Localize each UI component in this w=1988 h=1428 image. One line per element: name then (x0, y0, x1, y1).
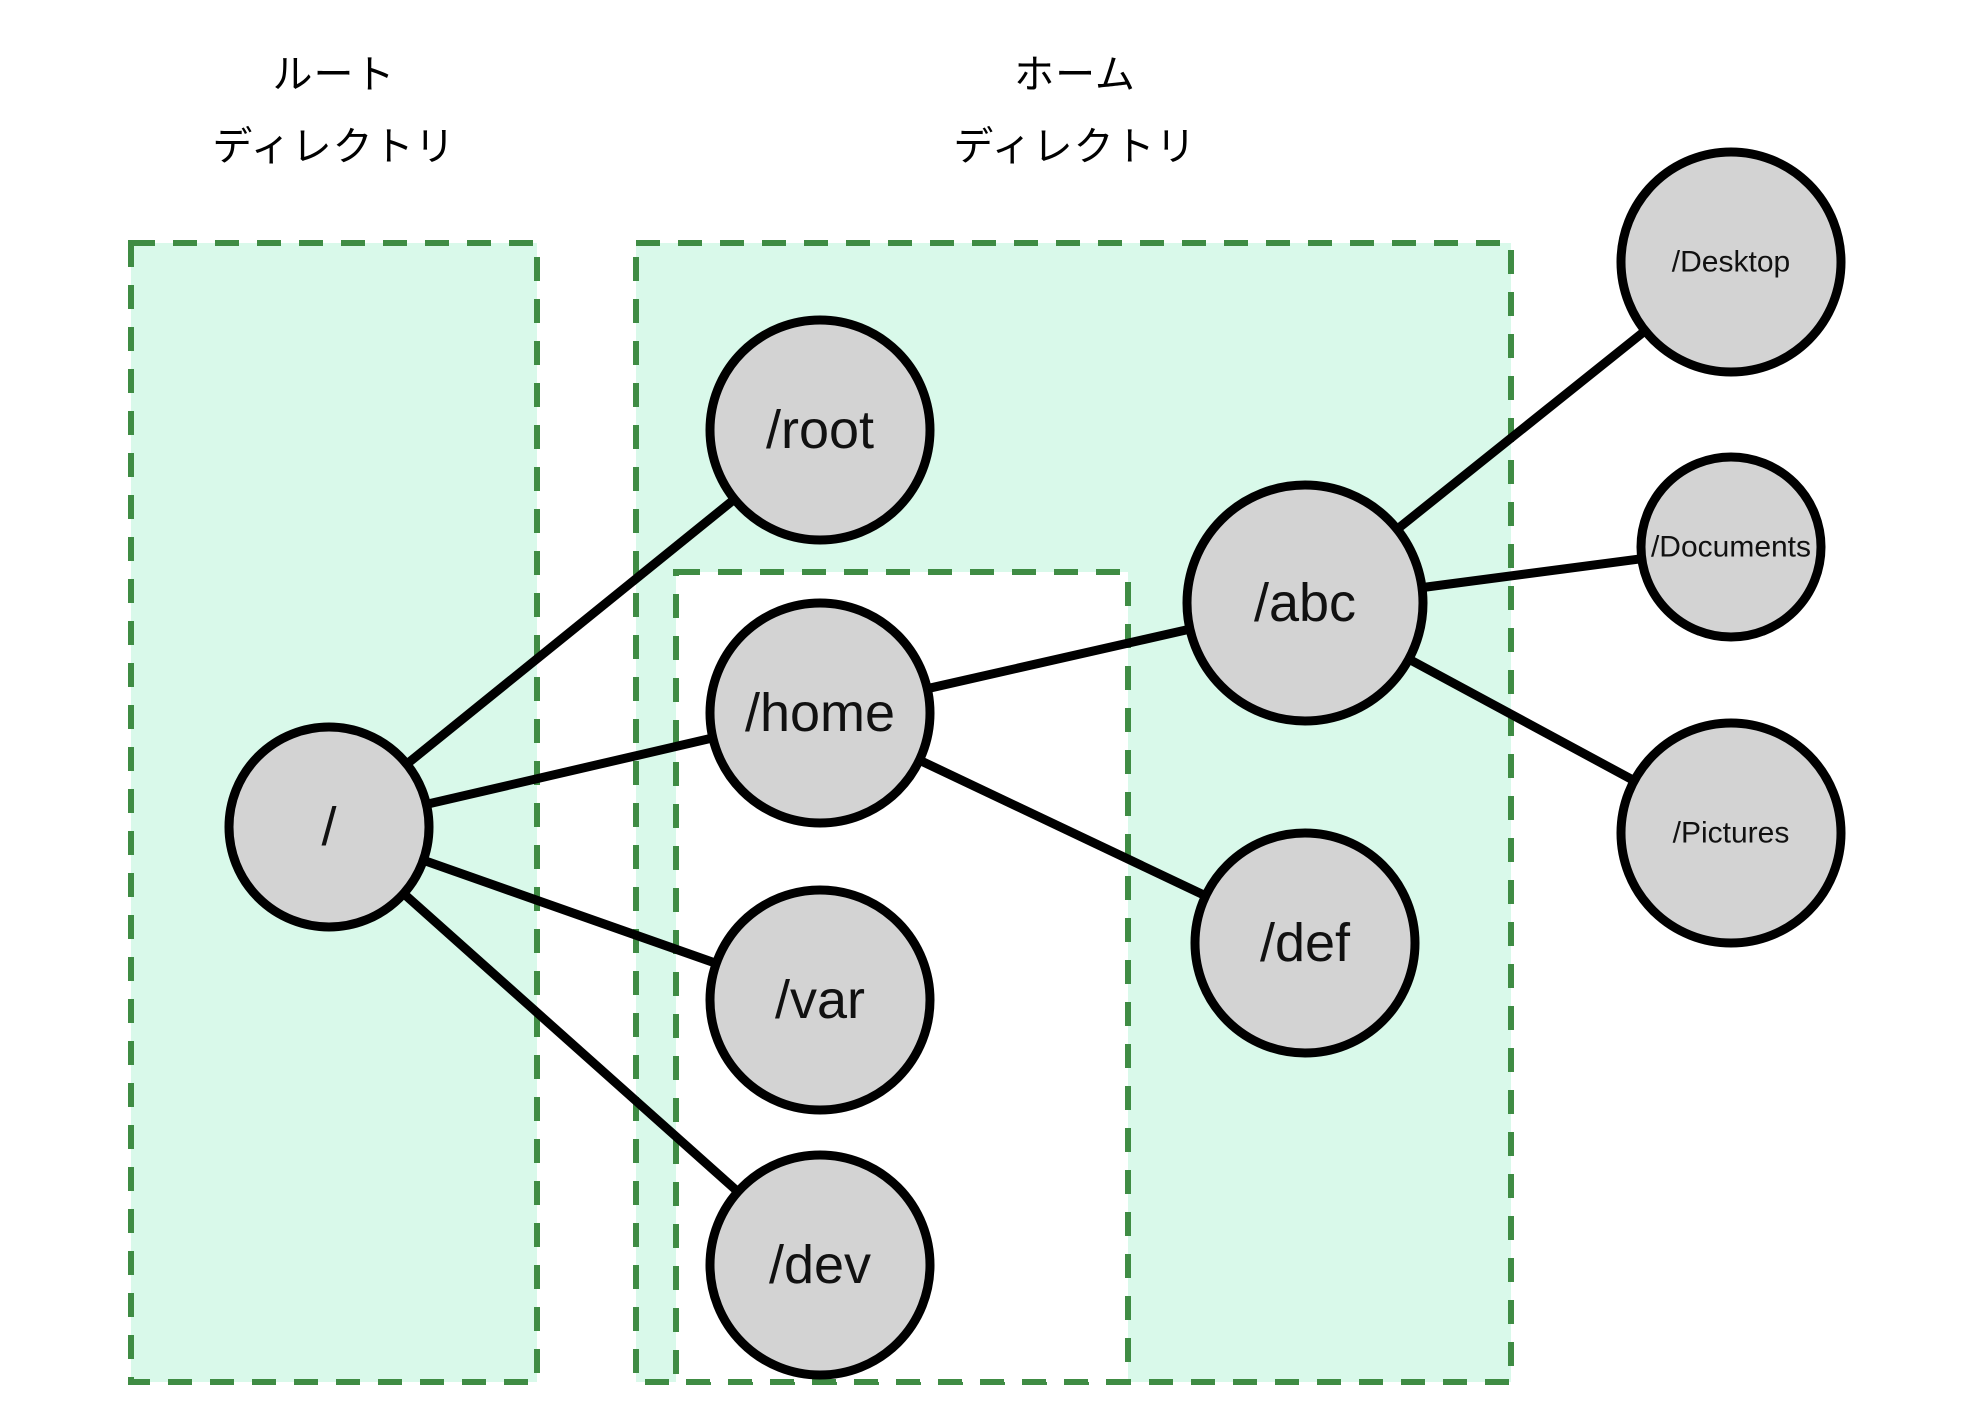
node-label-home: /home (745, 683, 895, 743)
node-desktop[interactable]: /Desktop (1616, 147, 1846, 377)
nodes-layer: / /root/home/var/dev/abc/def/Desktop/Docu… (224, 147, 1846, 1380)
edge-root-to-home (421, 732, 718, 810)
node-circle-var[interactable] (705, 885, 935, 1115)
node-pictures[interactable]: /Pictures (1616, 718, 1846, 948)
node-label-pictures: /Pictures (1673, 817, 1790, 850)
node-rootdir[interactable]: /root (705, 315, 935, 545)
node-circle-home[interactable] (705, 598, 935, 828)
node-label-dev: /dev (769, 1235, 871, 1295)
edge-abc-to-desktop (1391, 324, 1652, 536)
node-dev[interactable]: /dev (705, 1150, 935, 1380)
edges-layer (397, 324, 1652, 1198)
node-circle-pictures[interactable] (1616, 718, 1846, 948)
node-home[interactable]: /home (705, 598, 935, 828)
node-circle-documents[interactable] (1636, 452, 1826, 642)
node-label-rootdir: /root (766, 400, 874, 460)
node-label-def: /def (1260, 913, 1351, 973)
edge-home-to-def (913, 754, 1212, 902)
node-label-documents: /Documents (1651, 531, 1811, 564)
node-circle-dev[interactable] (705, 1150, 935, 1380)
edge-abc-to-documents (1417, 553, 1647, 593)
node-label-root: / (321, 797, 336, 857)
node-documents[interactable]: /Documents (1636, 452, 1826, 642)
edge-abc-to-pictures (1403, 653, 1640, 787)
node-def[interactable]: /def (1190, 828, 1420, 1058)
node-abc[interactable]: /abc (1182, 480, 1428, 726)
node-circle-root[interactable] (224, 722, 434, 932)
edge-root-to-rootdir (400, 493, 741, 771)
root-directory-title-line2: ディレクトリ (212, 124, 455, 170)
node-var[interactable]: /var (705, 885, 935, 1115)
node-circle-def[interactable] (1190, 828, 1420, 1058)
node-root[interactable]: / (224, 722, 434, 932)
node-circle-rootdir[interactable] (705, 315, 935, 545)
node-label-var: /var (775, 970, 865, 1030)
root-directory-title-line1: ルート (273, 52, 396, 98)
node-label-abc: /abc (1254, 573, 1356, 633)
node-circle-desktop[interactable] (1616, 147, 1846, 377)
home-directory-title-line2: ディレクトリ (953, 124, 1196, 170)
home-directory-title-line1: ホーム (1014, 52, 1136, 98)
node-circle-abc[interactable] (1182, 480, 1428, 726)
node-label-desktop: /Desktop (1672, 246, 1790, 279)
edge-root-to-var (418, 854, 722, 970)
edge-root-to-dev (397, 887, 744, 1198)
edge-home-to-abc (922, 623, 1195, 694)
